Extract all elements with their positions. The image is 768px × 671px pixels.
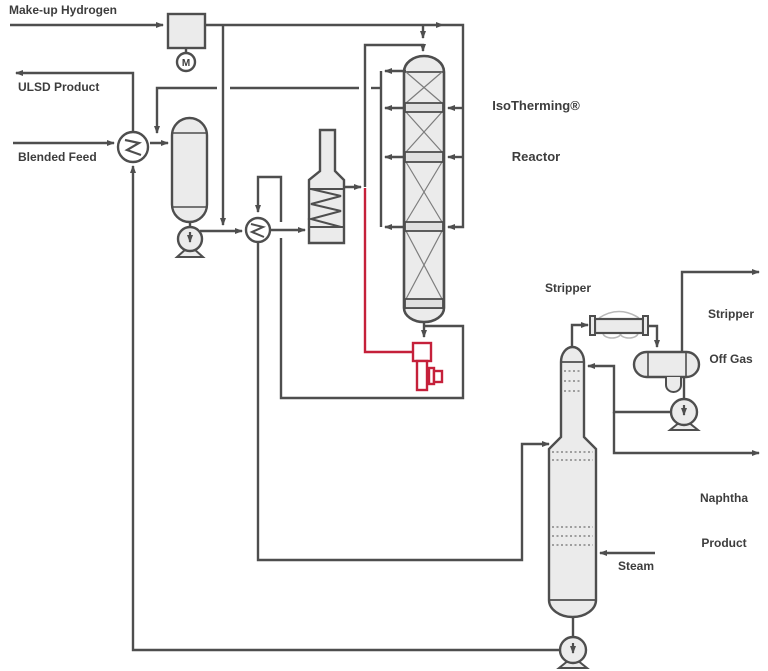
feed-product-exchanger xyxy=(116,130,150,164)
hydrogen-right-header xyxy=(443,23,465,230)
isotherming-reactor xyxy=(402,54,446,324)
bed-bands xyxy=(404,102,444,309)
recirc-return-line xyxy=(154,86,217,134)
naphtha-line xyxy=(612,412,760,456)
motor-label: M xyxy=(182,58,190,69)
ulsd-product-label: ULSD Product xyxy=(18,80,100,94)
stripper-off-gas-label: Stripper Off Gas xyxy=(707,307,754,366)
stripper-column xyxy=(547,345,598,619)
reflux-pump xyxy=(667,397,701,431)
tray-icons xyxy=(552,370,593,546)
reflux-drum xyxy=(632,350,701,393)
condenser-outlet-line xyxy=(647,324,660,348)
heater-coil-icon xyxy=(307,188,342,228)
fired-heater xyxy=(307,128,346,245)
recycle-line xyxy=(363,188,412,354)
process-lines xyxy=(10,22,760,652)
feed-surge-drum xyxy=(170,116,209,224)
stripper-label: Stripper xyxy=(545,281,592,295)
makeup-hydrogen-label: Make-up Hydrogen xyxy=(9,3,118,17)
catalyst-bed-icons xyxy=(405,71,443,300)
reactor-label: IsoTherming® Reactor xyxy=(492,98,580,164)
recycle-circuit xyxy=(363,188,444,392)
drum-boot xyxy=(665,377,682,393)
motor-icon xyxy=(175,51,197,73)
bottoms-pump xyxy=(556,635,590,669)
feed-effluent-exchanger xyxy=(244,216,272,244)
naphtha-product-label: Naphtha Product xyxy=(700,491,748,550)
exchanger-zigzag-icon xyxy=(124,138,143,157)
reactor-inlet-line xyxy=(363,43,426,187)
recycle-pump xyxy=(411,341,444,392)
stripper-feed-line xyxy=(256,242,550,562)
blended-feed-label: Blended Feed xyxy=(18,150,97,164)
exchanger-zigzag-icon xyxy=(249,223,267,238)
steam-label: Steam xyxy=(618,559,655,573)
overhead-line xyxy=(570,322,589,347)
reflux-line xyxy=(587,363,671,414)
makeup-compressor xyxy=(166,12,207,73)
ulsd-return-line xyxy=(130,165,561,652)
offgas-line xyxy=(680,269,760,352)
reactor-effluent-line xyxy=(279,238,465,400)
overhead-condenser xyxy=(589,310,649,339)
ulsd-product-line xyxy=(15,70,135,131)
reactor-effluent-line xyxy=(255,175,283,222)
charge-pump xyxy=(174,225,206,258)
